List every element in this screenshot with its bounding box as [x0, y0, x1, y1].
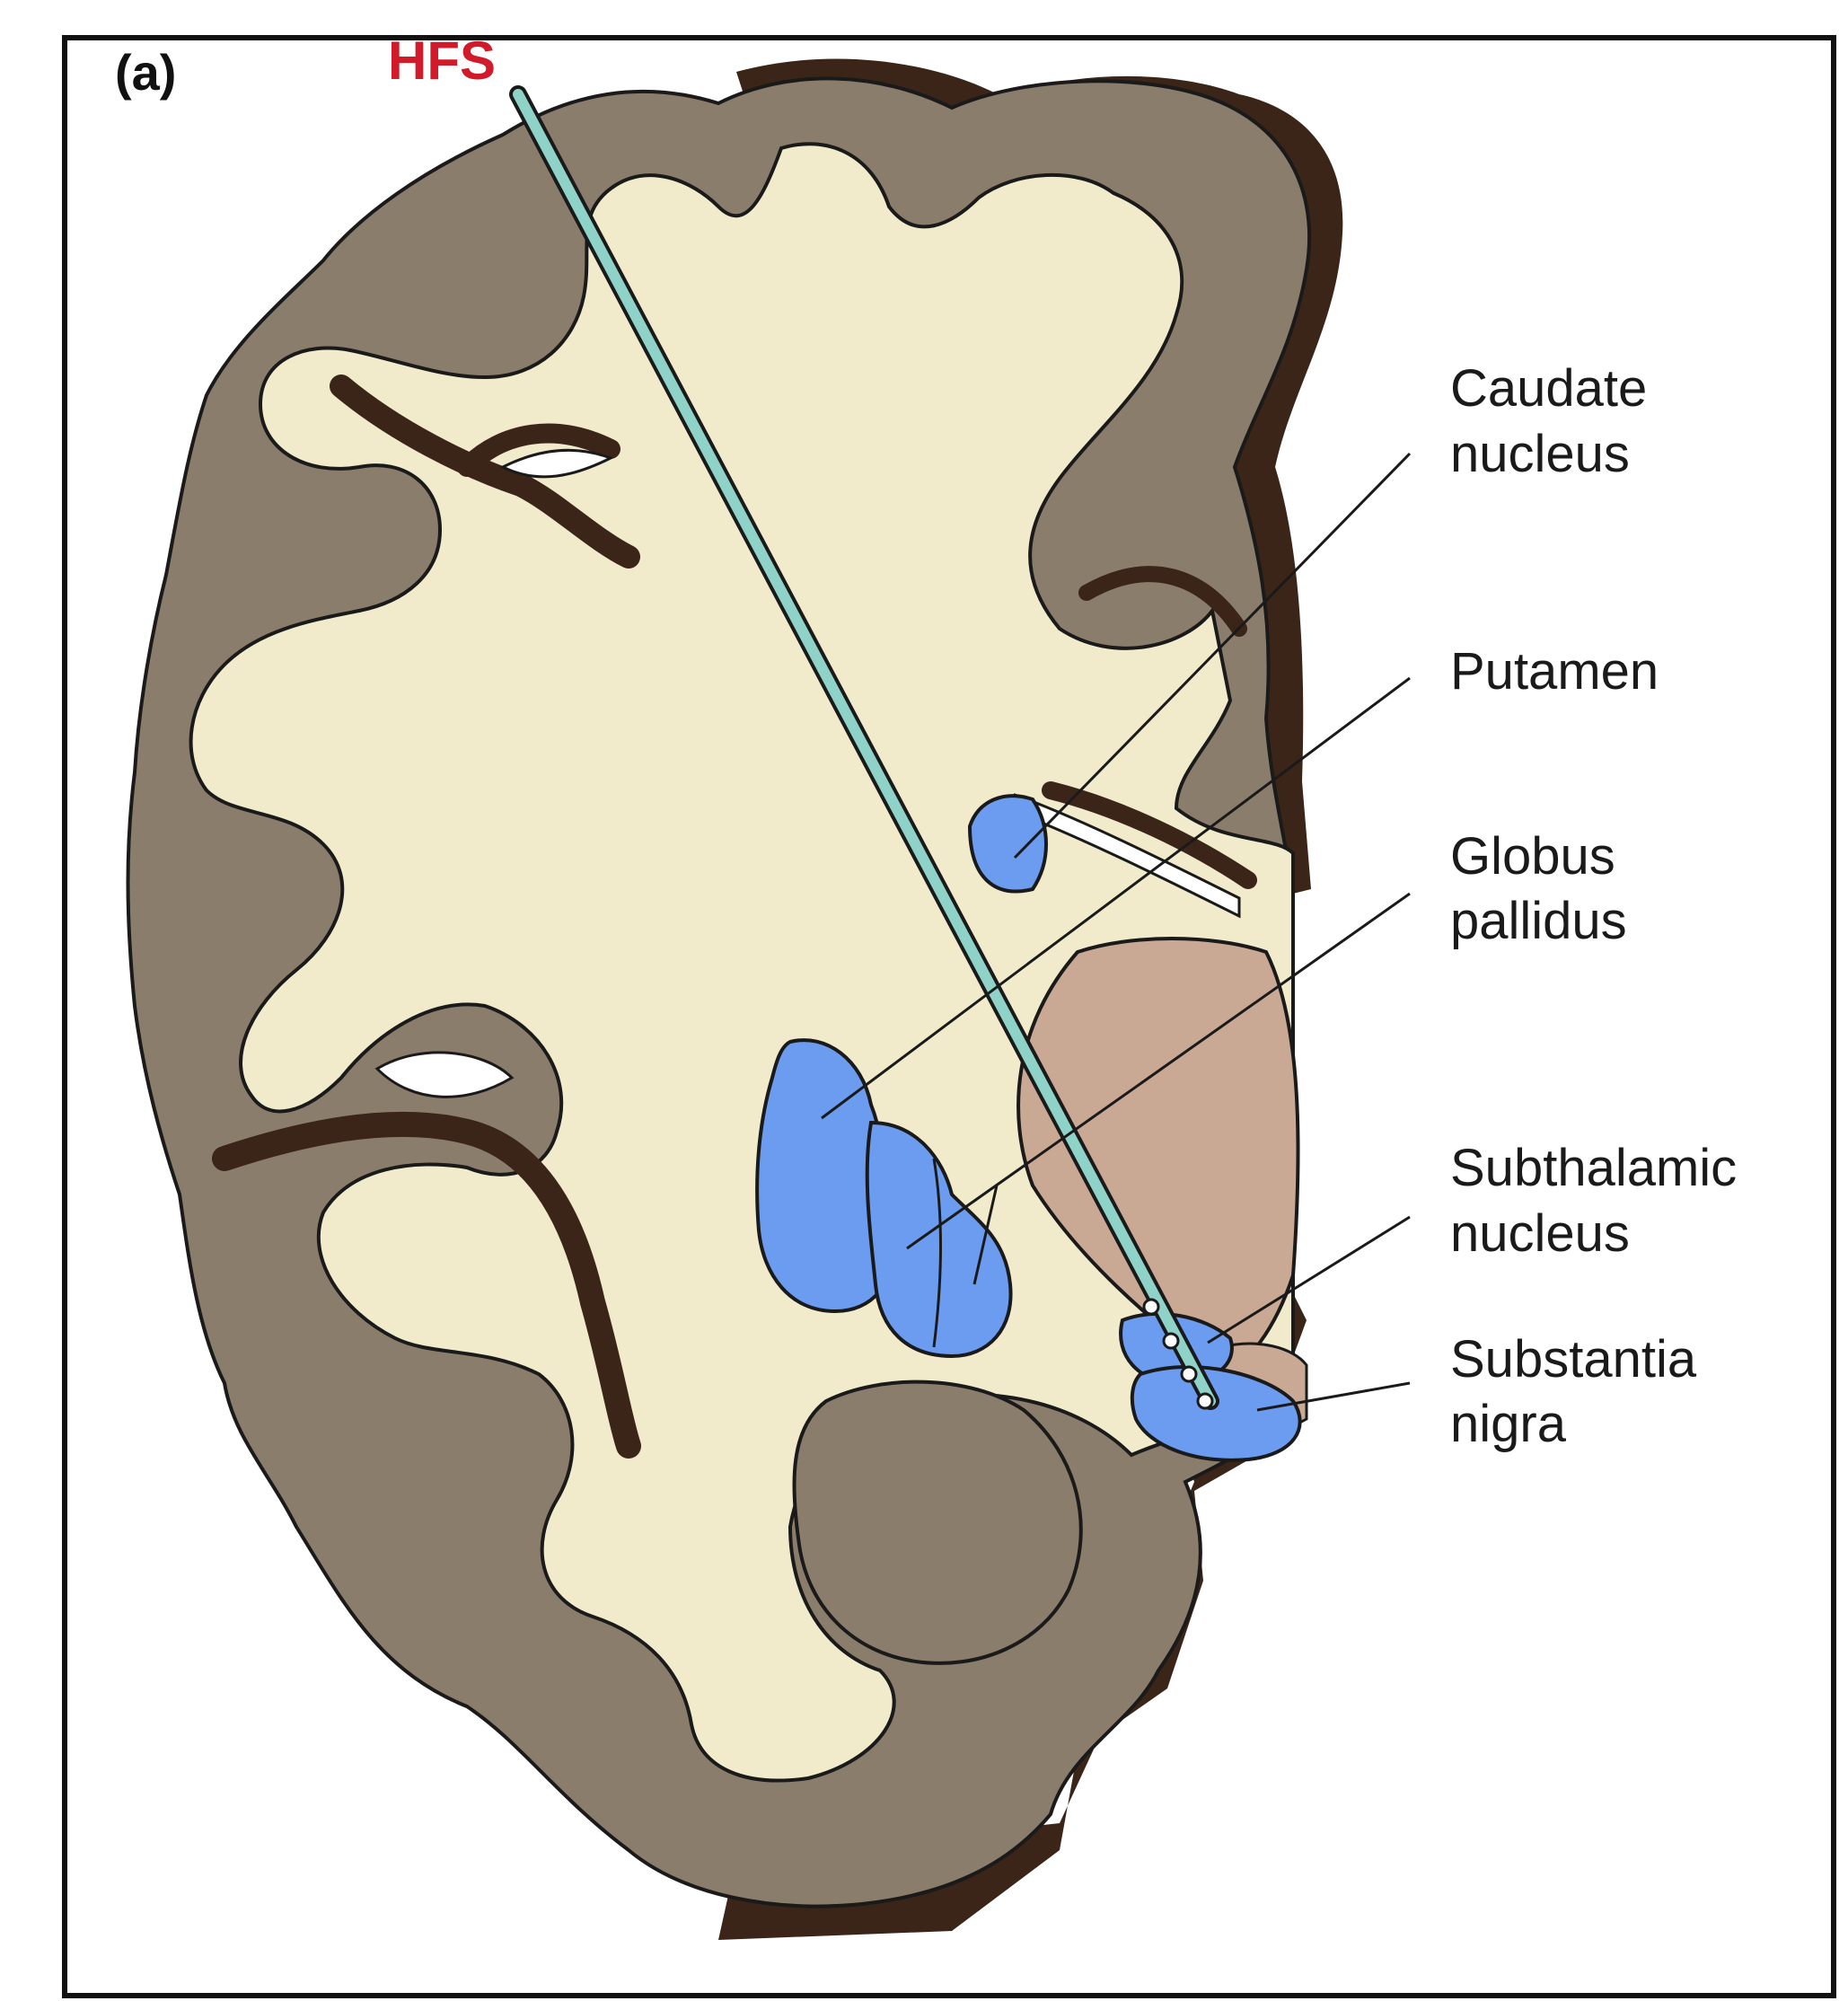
label-sn-line2: nigra	[1450, 1395, 1567, 1453]
label-sn-line1: Substantia	[1450, 1330, 1697, 1388]
electrode-contact-2	[1164, 1334, 1178, 1348]
hfs-label: HFS	[388, 31, 496, 91]
label-caudate-line1: Caudate	[1450, 359, 1647, 418]
label-globus-line2: pallidus	[1450, 892, 1627, 950]
label-stn-line2: nucleus	[1450, 1204, 1630, 1263]
temporal-lobe-bulb	[794, 1382, 1080, 1663]
electrode-contact-1	[1144, 1300, 1158, 1314]
label-putamen: Putamen	[1450, 642, 1659, 701]
panel-label: (a)	[115, 44, 176, 101]
electrode-contact-4	[1198, 1394, 1212, 1408]
label-globus-line1: Globus	[1450, 827, 1615, 886]
label-caudate-line2: nucleus	[1450, 425, 1630, 483]
label-stn-line1: Subthalamic	[1450, 1139, 1737, 1197]
electrode-contact-3	[1182, 1367, 1196, 1381]
